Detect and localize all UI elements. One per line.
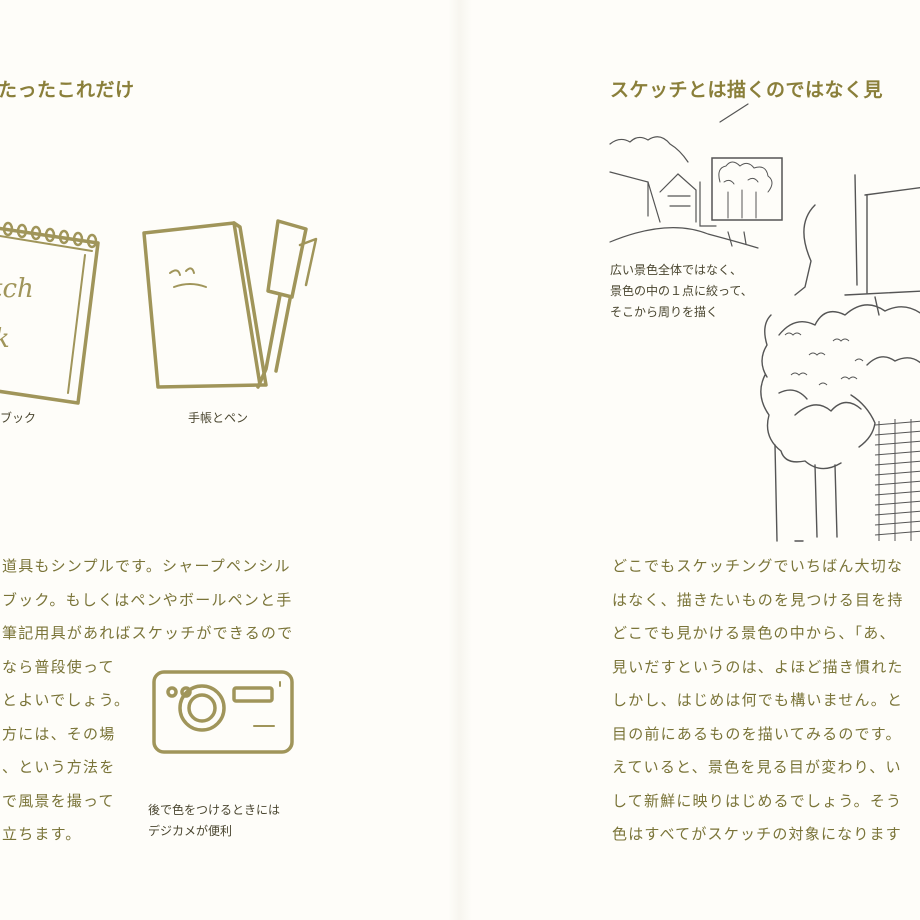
small-landscape-sketch	[609, 103, 783, 249]
right-body-line: えていると、景色を見る目が変わり、い	[612, 758, 902, 776]
right-body-line: どこでも見かける景色の中から、「あ、	[612, 624, 896, 642]
camera-caption: 後で色をつけるときには デジカメが便利	[148, 800, 280, 842]
book-gutter	[448, 0, 472, 920]
right-body-line: はなく、描きたいものを見つける目を持	[612, 590, 904, 609]
right-body-line: して新鮮に映りはじめるでしょう。そう	[612, 791, 903, 810]
right-body-line: 色はすべてがスケッチの対象になります	[612, 825, 902, 843]
left-body-line: 立ちます。	[2, 825, 82, 843]
left-page: たったこれだけ tch k ブック	[0, 79, 318, 852]
large-tree-building-sketch	[760, 174, 920, 542]
notebook-pen-illustration	[142, 219, 318, 389]
left-body-line: なら普段使って	[2, 657, 115, 676]
right-body-line: 見いだすというのは、よほど描き慣れた	[612, 657, 904, 676]
left-body-line: 、という方法を	[2, 758, 116, 776]
left-body-line: 方には、その場	[2, 724, 116, 743]
right-page: スケッチとは描くのではなく見 広い景色全体ではなく、 景色の中の１点に絞って、 …	[460, 0, 920, 920]
left-body-line: ブック。もしくはペンやボールペンと手	[2, 590, 293, 609]
camera-caption-line: デジカメが便利	[148, 824, 233, 838]
notebook-pen-caption: 手帳とペン	[188, 411, 249, 425]
right-body-text: どこでもスケッチングでいちばん大切な はなく、描きたいものを見つける目を持 どこ…	[612, 550, 904, 852]
left-body-line: とよいでしょう。	[2, 691, 131, 709]
right-body-line: どこでもスケッチングでいちばん大切な	[612, 557, 904, 575]
sketchbook-cover-text-1: tch	[0, 274, 34, 304]
left-page-heading: たったこれだけ	[0, 79, 135, 101]
small-sketch-caption-line: 広い景色全体ではなく、	[610, 263, 743, 277]
right-body-line: しかし、はじめは何でも構いません。と	[612, 691, 904, 709]
sketchbook-illustration: tch k	[0, 221, 100, 405]
camera-illustration	[152, 670, 294, 754]
small-sketch-caption: 広い景色全体ではなく、 景色の中の１点に絞って、 そこから周りを描く	[610, 260, 753, 323]
sketchbook-cover-text-2: k	[0, 324, 10, 354]
right-body-line: 目の前にあるものを描いてみるのです。	[612, 724, 902, 743]
camera-caption-line: 後で色をつけるときには	[148, 803, 281, 817]
left-body-line: で風景を撮って	[2, 791, 115, 810]
small-sketch-caption-line: そこから周りを描く	[610, 305, 719, 319]
left-body-line: 筆記用具があればスケッチができるので	[2, 624, 294, 642]
sketchbook-caption: ブック	[0, 411, 37, 425]
right-page-heading: スケッチとは描くのではなく見	[610, 79, 884, 101]
left-body-line: 道具もシンプルです。シャープペンシル	[2, 557, 291, 575]
small-sketch-caption-line: 景色の中の１点に絞って、	[610, 284, 753, 298]
left-body-text: 道具もシンプルです。シャープペンシル ブック。もしくはペンやボールペンと手 筆記…	[2, 550, 293, 852]
